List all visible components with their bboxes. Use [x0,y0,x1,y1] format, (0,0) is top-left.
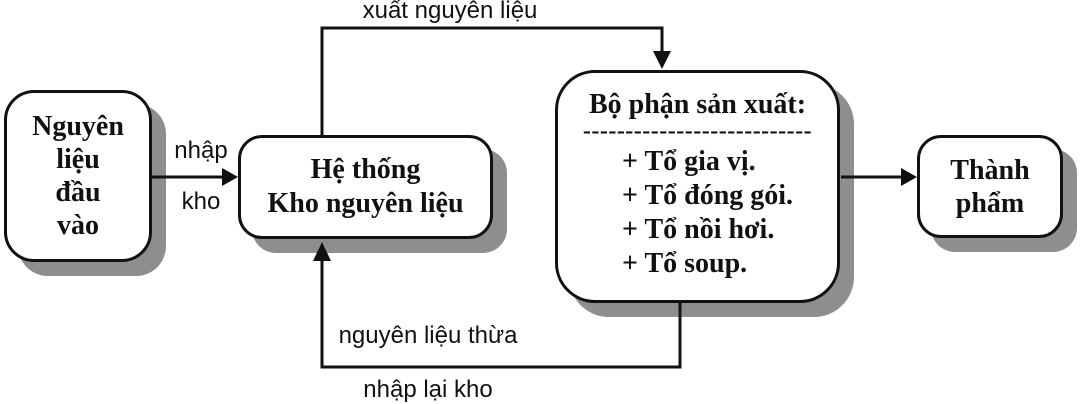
input-materials-line: liệu [56,144,100,175]
edge-label-xuat-nguyen-lieu: xuất nguyên liệu [362,0,538,24]
production-divider: --------------------------- [582,123,813,139]
edge-return-flow [313,242,682,369]
production-team-item: + Tổ nồi hơi. [622,214,775,245]
warehouse-system-node: Hệ thống Kho nguyên liệu [238,135,493,239]
edge-xuat-nguyen-lieu-line [320,26,664,136]
input-materials-line: Nguyên [32,111,124,142]
edge-label-nhap-lai-kho: nhập lại kho [363,376,493,403]
edge-label-nguyen-lieu-thua: nguyên liệu thừa [338,322,518,349]
edge-nhap-kho [152,168,238,186]
production-title: Bộ phận sản xuất: [588,89,807,120]
input-materials-line: vào [57,210,99,241]
finished-product-node: Thành phẩm [917,135,1063,238]
edge-return-flow-line [320,261,682,369]
edge-label-nhap: nhập [174,137,228,164]
edge-label-kho: kho [181,188,221,215]
input-materials-line: đầu [55,177,101,208]
production-team-list: + Tổ gia vị. + Tổ đóng gói. + Tổ nồi hơi… [622,145,837,281]
input-materials-node: Nguyên liệu đầu vào [4,90,152,262]
production-team-item: + Tổ đóng gói. [622,180,794,211]
production-department-node: Bộ phận sản xuất: ----------------------… [555,70,840,303]
arrowhead-thanh-pham-icon [901,168,917,186]
warehouse-system-line: Kho nguyên liệu [267,188,464,219]
arrowhead-xuat-nguyen-lieu-icon [653,51,671,69]
edge-thanh-pham [841,168,917,186]
production-team-item: + Tổ gia vị. [622,146,756,177]
production-team-item: + Tổ soup. [622,248,748,279]
arrowhead-return-flow-icon [313,242,331,261]
finished-product-line: phẩm [955,187,1025,219]
warehouse-system-line: Hệ thống [310,154,421,185]
edge-xuat-nguyen-lieu [320,26,671,136]
finished-product-line: Thành [950,154,1030,186]
arrowhead-nhap-kho-icon [222,168,238,186]
